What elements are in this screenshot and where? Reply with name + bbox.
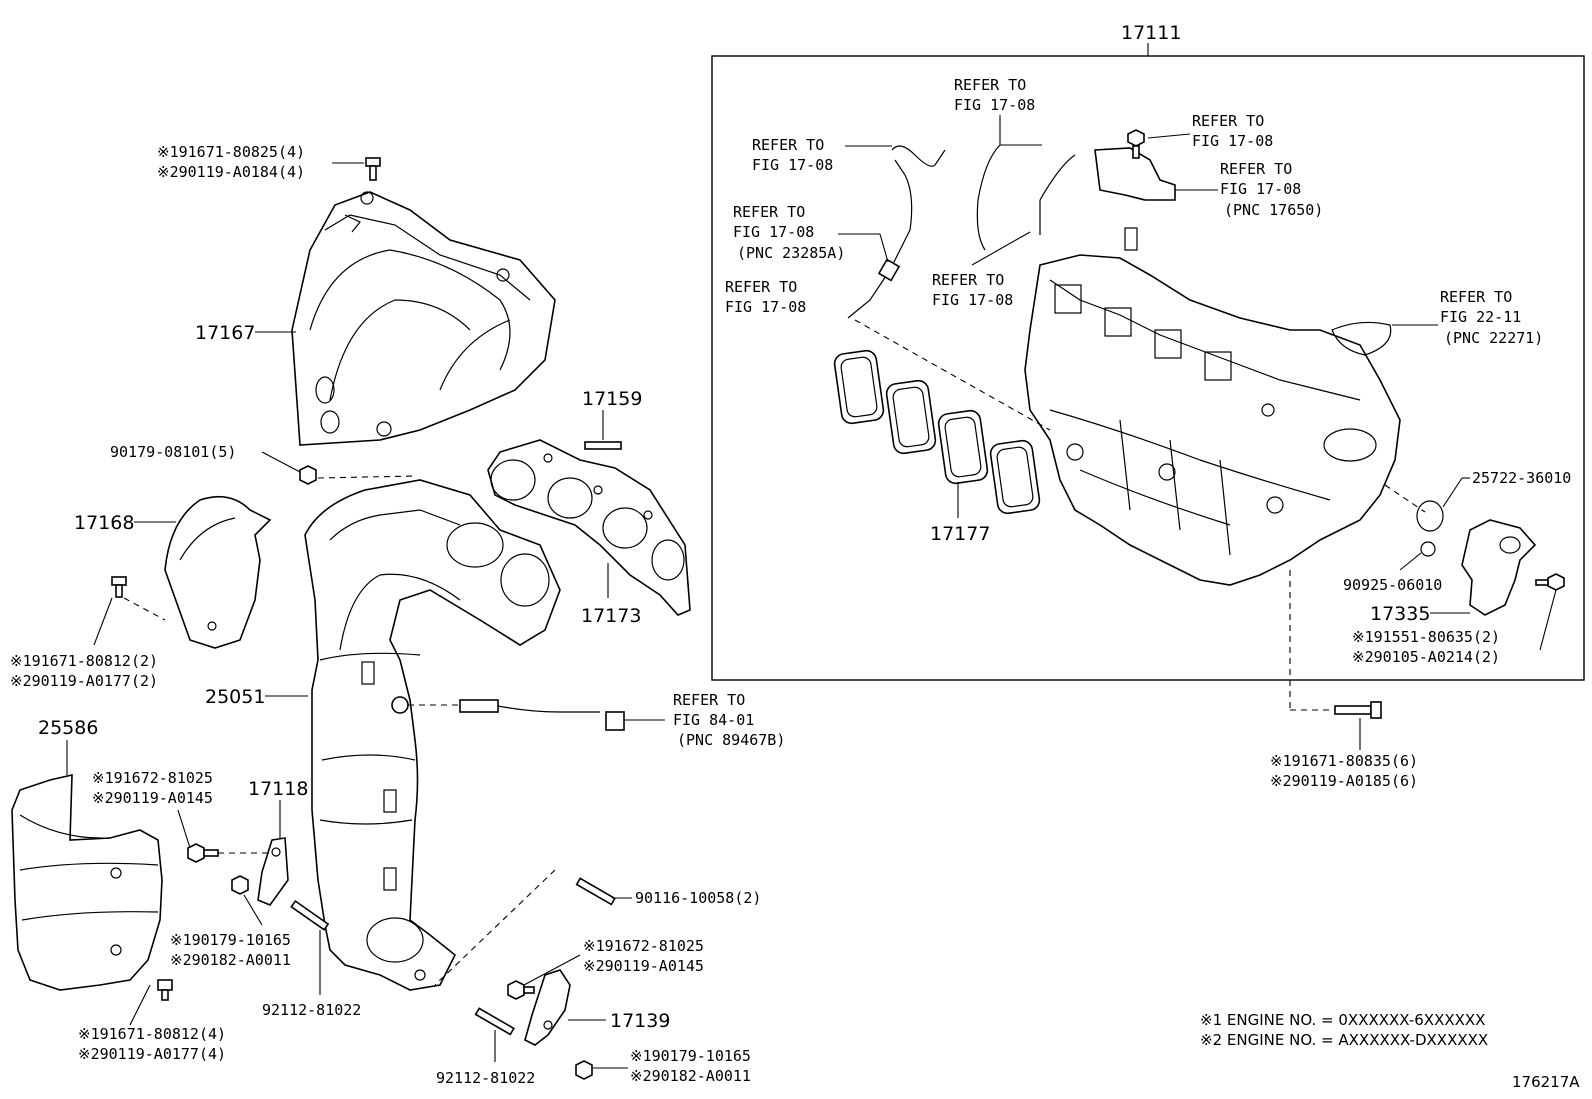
part-label-92112-81022-b[interactable]: 92112-81022: [436, 1069, 535, 1087]
ref-label-fig-17-08-b-line2[interactable]: FIG 17-08: [954, 96, 1035, 114]
ref-label-fig-22-11-line3[interactable]: (PNC 22271): [1444, 329, 1543, 347]
ref-label-fig-84-01[interactable]: REFER TO: [673, 691, 745, 709]
ref-label-fig-84-01-line2[interactable]: FIG 84-01: [673, 711, 754, 729]
bolt-icon: [365, 157, 381, 181]
screw-icon: [1535, 573, 1565, 591]
bracket-17139-shape: [524, 969, 571, 1046]
part-label-191671-80835[interactable]: ※191671-80835(6): [1270, 752, 1418, 770]
heat-insulator-converter-shape: [11, 773, 163, 991]
vacuum-hoses-shape: [847, 129, 1392, 356]
part-label-191671-80825[interactable]: ※191671-80825(4): [157, 143, 305, 161]
oxygen-sensor-icon: [391, 696, 625, 731]
ref-label-fig-17-08-e[interactable]: REFER TO: [932, 271, 1004, 289]
part-label-17177[interactable]: 17177: [930, 523, 990, 545]
part-label-290119-A0145-b[interactable]: ※290119-A0145: [583, 957, 704, 975]
part-label-17168[interactable]: 17168: [74, 512, 134, 534]
bolt-icon: [1334, 701, 1382, 719]
exhaust-manifold-shape: [304, 479, 561, 991]
part-label-92112-81022-a[interactable]: 92112-81022: [262, 1001, 361, 1019]
ref-label-fig-17-08-d[interactable]: REFER TO: [725, 278, 797, 296]
part-label-191671-80812-a[interactable]: ※191671-80812(2): [10, 652, 158, 670]
ref-label-fig-17-08-pnc23285a-line2[interactable]: FIG 17-08: [733, 223, 814, 241]
intake-manifold-shape: [1024, 227, 1401, 586]
part-label-191672-81025-b[interactable]: ※191672-81025: [583, 937, 704, 955]
nut-icon: [575, 1060, 593, 1080]
ref-label-fig-17-08-pnc17650-line2[interactable]: FIG 17-08: [1220, 180, 1301, 198]
part-label-25051[interactable]: 25051: [205, 686, 265, 708]
part-label-191551-80635[interactable]: ※191551-80635(2): [1352, 628, 1500, 646]
ref-label-fig-17-08-pnc23285a[interactable]: REFER TO: [733, 203, 805, 221]
ref-label-fig-17-08-c-line2[interactable]: FIG 17-08: [1192, 132, 1273, 150]
part-label-191671-80812-b[interactable]: ※191671-80812(4): [78, 1025, 226, 1043]
nut-icon: [231, 875, 249, 895]
part-label-90116-10058[interactable]: 90116-10058(2): [635, 889, 761, 907]
part-label-290119-A0177-b[interactable]: ※290119-A0177(4): [78, 1045, 226, 1063]
part-label-17111[interactable]: 17111: [1121, 22, 1181, 44]
part-label-17118[interactable]: 17118: [248, 778, 308, 800]
ref-label-fig-17-08-c[interactable]: REFER TO: [1192, 112, 1264, 130]
part-label-290105-A0214[interactable]: ※290105-A0214(2): [1352, 648, 1500, 666]
heat-insulator-shape: [291, 191, 556, 446]
throttle-sensor-shape: [1461, 519, 1537, 616]
part-label-290182-A0011-b[interactable]: ※290182-A0011: [630, 1067, 751, 1085]
ref-label-fig-17-08-pnc17650[interactable]: REFER TO: [1220, 160, 1292, 178]
engine-note-2: ※2 ENGINE NO. = AXXXXXX-DXXXXXX: [1200, 1031, 1488, 1049]
ref-label-fig-17-08-a[interactable]: REFER TO: [752, 136, 824, 154]
part-label-90925-06010[interactable]: 90925-06010: [1343, 576, 1442, 594]
part-label-190179-10165-b[interactable]: ※190179-10165: [630, 1047, 751, 1065]
part-label-25722-36010[interactable]: 25722-36010: [1472, 469, 1571, 487]
stud-icon: [575, 877, 616, 906]
exhaust-gasket-shape: [487, 439, 691, 616]
part-label-190179-10165-a[interactable]: ※190179-10165: [170, 931, 291, 949]
bolt-icon: [187, 843, 219, 863]
part-label-17159[interactable]: 17159: [582, 388, 642, 410]
part-label-290119-A0184[interactable]: ※290119-A0184(4): [157, 163, 305, 181]
stud-icon: [584, 441, 622, 450]
part-label-290182-A0011-a[interactable]: ※290182-A0011: [170, 951, 291, 969]
part-label-17173[interactable]: 17173: [581, 605, 641, 627]
part-label-17335[interactable]: 17335: [1370, 603, 1430, 625]
part-label-290119-A0145-a[interactable]: ※290119-A0145: [92, 789, 213, 807]
part-label-191672-81025-a[interactable]: ※191672-81025: [92, 769, 213, 787]
ref-label-fig-17-08-a-line2[interactable]: FIG 17-08: [752, 156, 833, 174]
bolt-icon: [111, 576, 127, 598]
ref-label-fig-17-08-d-line2[interactable]: FIG 17-08: [725, 298, 806, 316]
ref-label-fig-22-11-line2[interactable]: FIG 22-11: [1440, 308, 1521, 326]
ref-label-fig-22-11[interactable]: REFER TO: [1440, 288, 1512, 306]
bolt-icon: [507, 980, 535, 1000]
ref-label-fig-17-08-pnc23285a-line3[interactable]: (PNC 23285A): [737, 244, 845, 262]
stud-icon: [290, 899, 330, 931]
bolt-icon: [157, 979, 173, 1001]
part-label-17139[interactable]: 17139: [610, 1010, 670, 1032]
ref-label-fig-17-08-b[interactable]: REFER TO: [954, 76, 1026, 94]
heat-insulator-lower-shape: [164, 495, 272, 649]
engine-note-1: ※1 ENGINE NO. = 0XXXXXX-6XXXXXX: [1200, 1011, 1485, 1029]
part-label-90179-08101[interactable]: 90179-08101(5): [110, 443, 236, 461]
nut-icon: [299, 465, 317, 485]
o-ring-icon: [1416, 500, 1444, 557]
bolt-icon: [1127, 129, 1145, 159]
part-label-290119-A0185[interactable]: ※290119-A0185(6): [1270, 772, 1418, 790]
ref-label-fig-84-01-pnc[interactable]: (PNC 89467B): [677, 731, 785, 749]
bracket-17118-shape: [257, 837, 289, 906]
ref-label-fig-17-08-e-line2[interactable]: FIG 17-08: [932, 291, 1013, 309]
stud-icon: [474, 1007, 515, 1036]
part-label-25586[interactable]: 25586: [38, 717, 98, 739]
diagram-id: 176217A: [1512, 1073, 1580, 1091]
ref-label-fig-17-08-pnc17650-line3[interactable]: (PNC 17650): [1224, 201, 1323, 219]
intake-gasket-shape: [833, 349, 1041, 515]
part-label-290119-A0177-a[interactable]: ※290119-A0177(2): [10, 672, 158, 690]
part-label-17167[interactable]: 17167: [195, 322, 255, 344]
